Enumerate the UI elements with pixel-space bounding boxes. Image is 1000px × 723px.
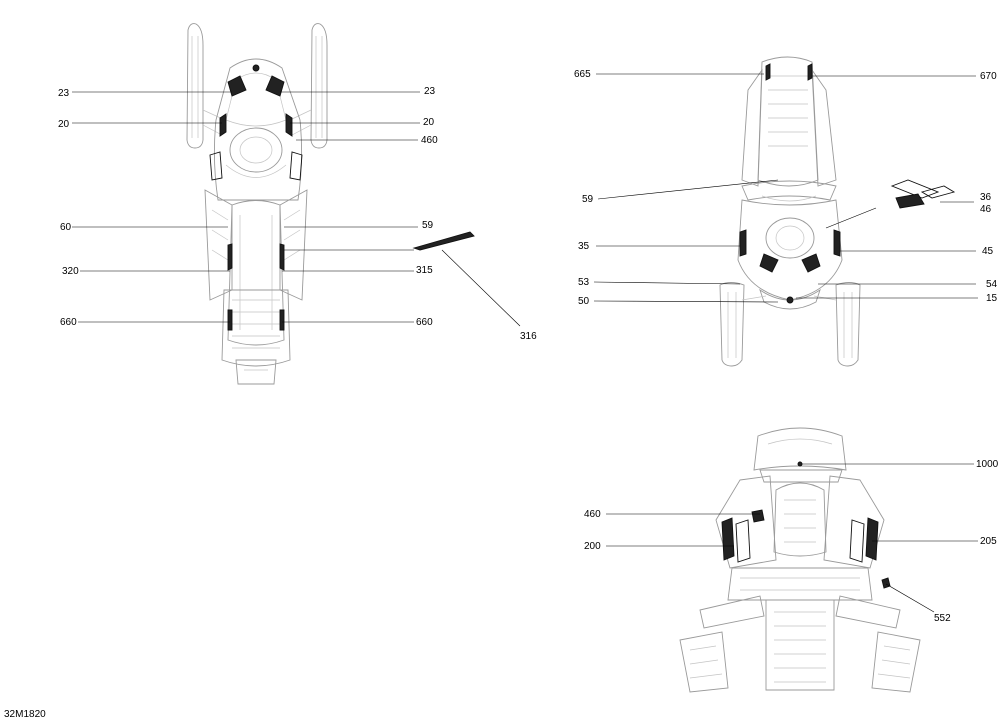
stripe-decal-316 <box>412 231 475 251</box>
callout-35: 35 <box>578 241 590 252</box>
callout-315: 315 <box>416 265 433 276</box>
callout-53: 53 <box>578 277 590 288</box>
callout-36: 36 <box>980 192 992 203</box>
callout-46: 46 <box>980 204 992 215</box>
callout-45: 45 <box>982 246 994 257</box>
leader-lines-view-3 <box>606 463 978 613</box>
callout-200: 200 <box>584 541 601 552</box>
callout-54: 54 <box>986 279 998 290</box>
callout-670: 670 <box>980 71 997 82</box>
leader-lines-view-2 <box>593 73 978 303</box>
callout-1000: 1000 <box>976 459 999 470</box>
callout-320: 320 <box>62 266 79 277</box>
small-decal-36-46 <box>890 179 956 209</box>
callout-59-side: 59 <box>582 194 594 205</box>
drawing-code: 32M1820 <box>4 709 46 720</box>
callout-20-left: 20 <box>58 119 70 130</box>
callout-460-rear: 460 <box>584 509 601 520</box>
callout-60: 60 <box>60 222 72 233</box>
callout-460-top: 460 <box>421 135 438 146</box>
callout-23-left: 23 <box>58 88 70 99</box>
callout-316: 316 <box>520 331 537 342</box>
callout-23-right: 23 <box>424 86 436 97</box>
callout-660-left: 660 <box>60 317 77 328</box>
callout-205: 205 <box>980 536 997 547</box>
callout-552: 552 <box>934 613 951 624</box>
callout-50: 50 <box>578 296 590 307</box>
callout-20-right: 20 <box>423 117 435 128</box>
snowmobile-top-view-rear <box>719 56 861 367</box>
callout-59-top: 59 <box>422 220 434 231</box>
leader-lines-view-1 <box>72 91 521 327</box>
callout-15: 15 <box>986 293 998 304</box>
snowmobile-top-view-front <box>186 23 328 385</box>
callout-660-right: 660 <box>416 317 433 328</box>
callout-665: 665 <box>574 69 591 80</box>
snowmobile-rear-view <box>679 427 921 693</box>
